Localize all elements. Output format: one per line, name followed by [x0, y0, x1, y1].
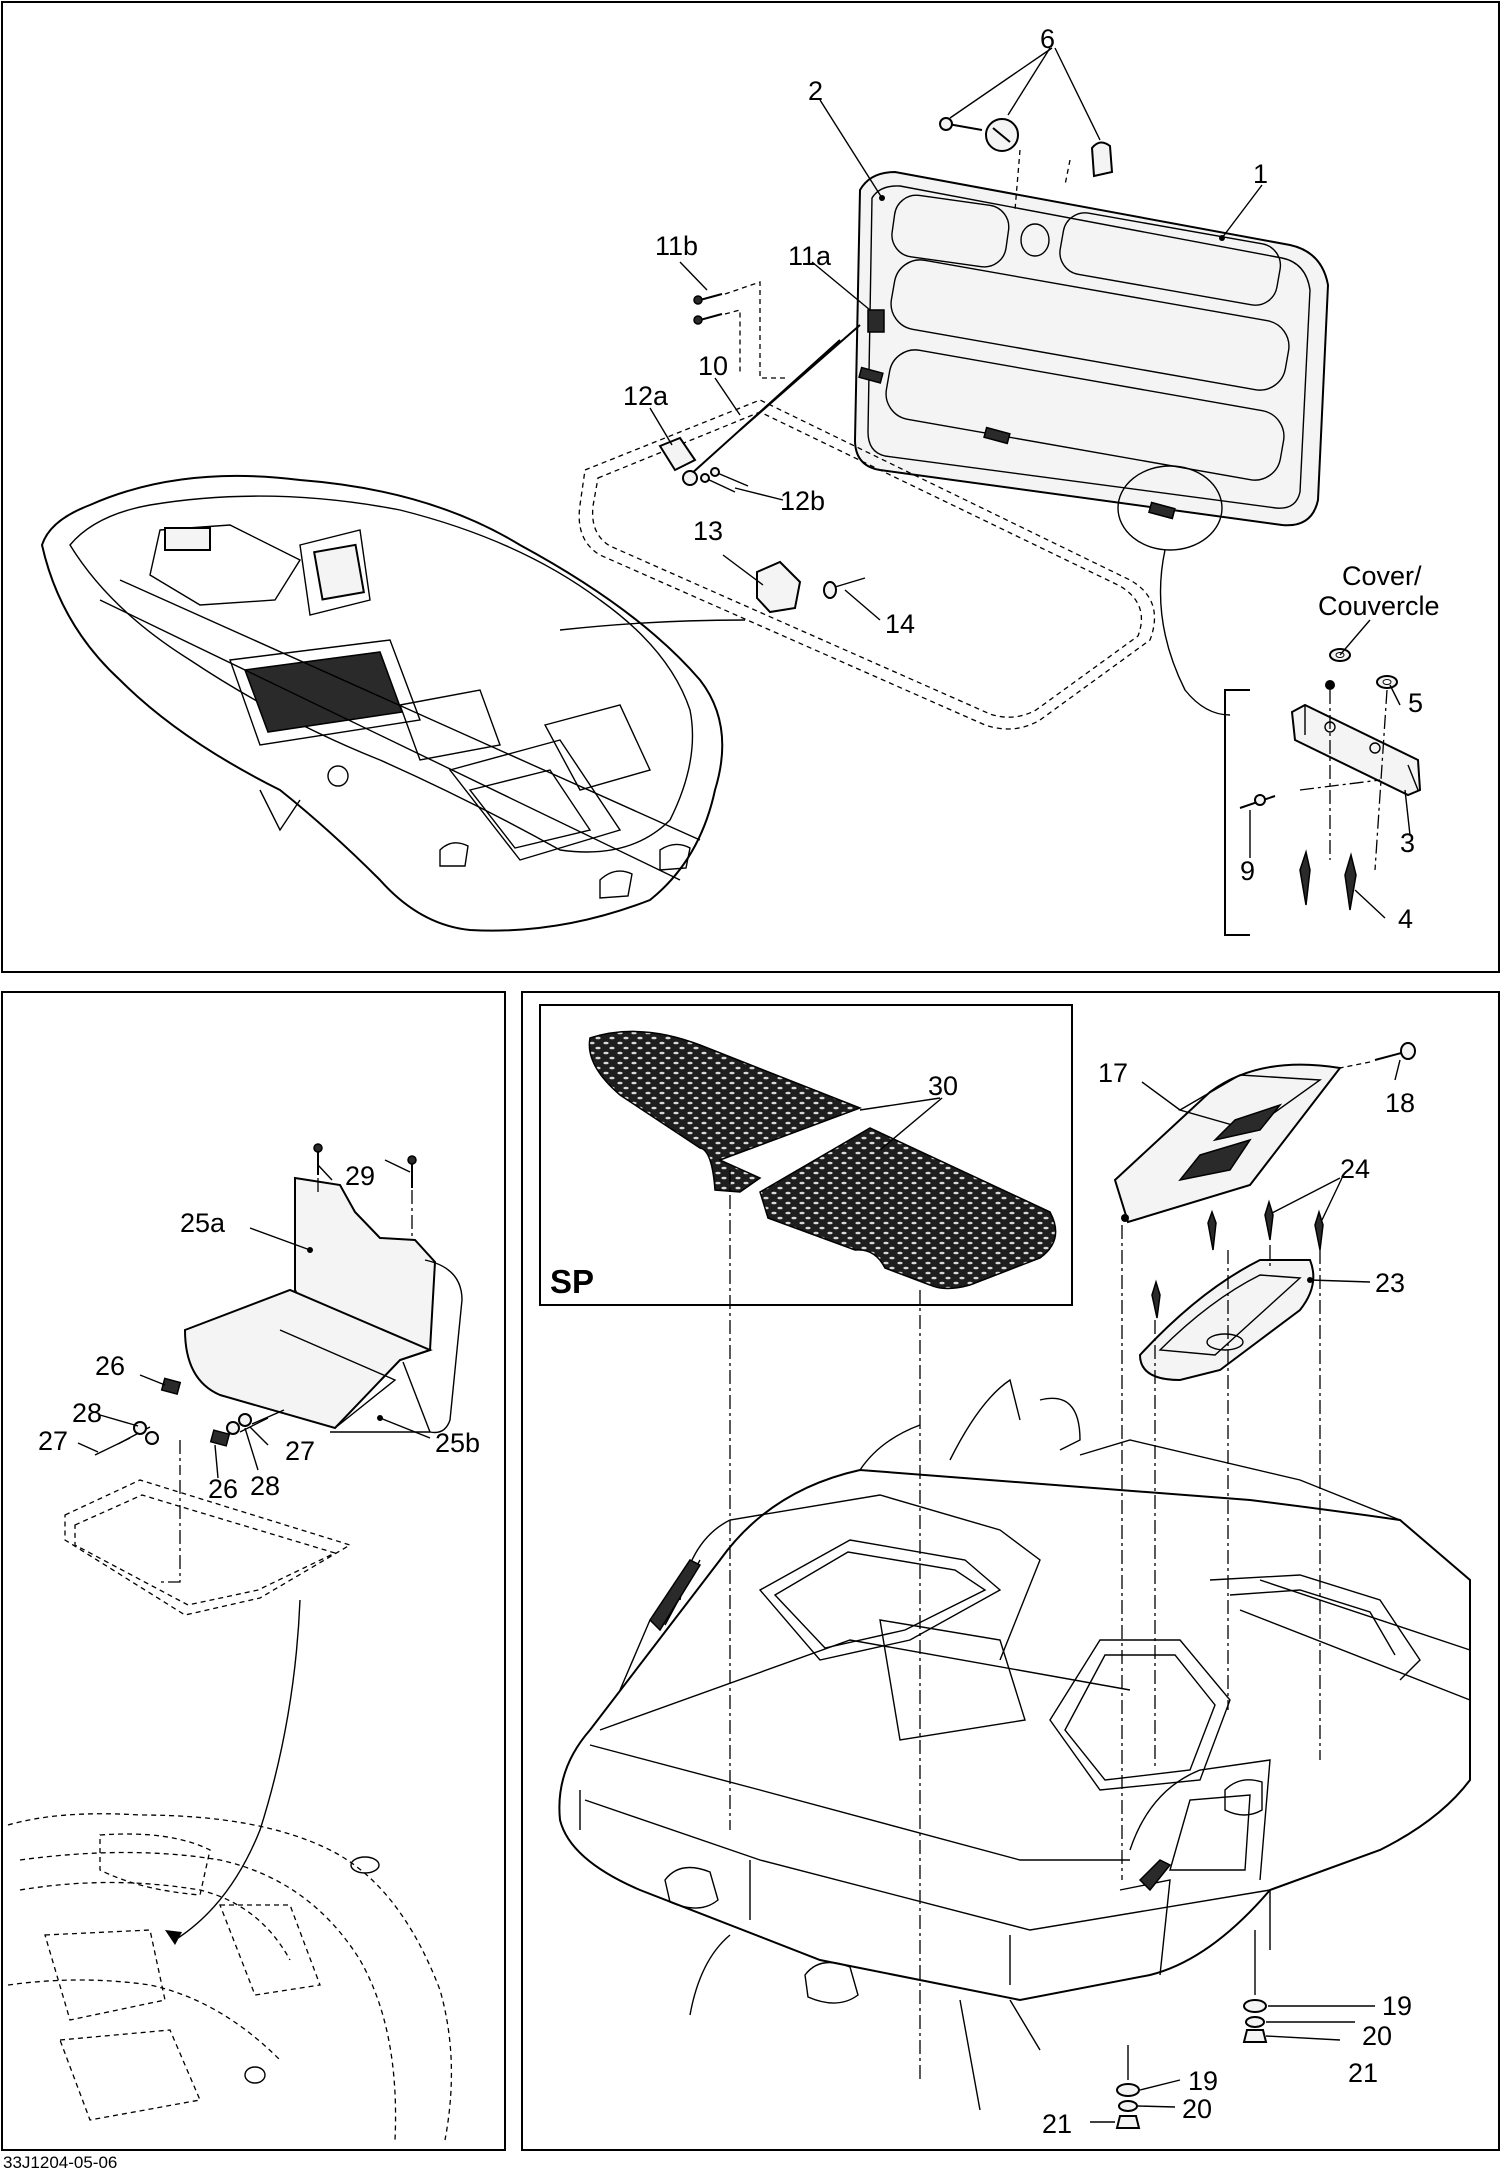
callout-6: 6: [1040, 24, 1055, 54]
sp-inset-frame: [539, 1004, 1073, 1306]
storage-opening-outline: [578, 399, 1156, 730]
floor-mats: [588, 1030, 1057, 1290]
callout-18: 18: [1385, 1088, 1415, 1118]
callout-24: 24: [1340, 1154, 1370, 1184]
storage-lid: [853, 170, 1330, 527]
top-leaders: [649, 47, 1411, 919]
inset-title: SP: [550, 1263, 594, 1300]
cover-label-en: Cover/: [1342, 561, 1422, 591]
callout-11a: 11a: [788, 241, 832, 271]
callout-28-upper: 28: [72, 1398, 102, 1428]
callout-26-upper: 26: [95, 1351, 125, 1381]
callout-19-left: 19: [1188, 2066, 1218, 2096]
callout-29: 29: [345, 1161, 375, 1191]
callout-2: 2: [808, 76, 823, 106]
callout-26-lower: 26: [208, 1474, 238, 1504]
callout-30: 30: [928, 1071, 958, 1101]
callout-13: 13: [693, 516, 723, 546]
boat-hull-top-view: [40, 474, 724, 932]
callout-21-left: 21: [1042, 2109, 1072, 2139]
callout-20-left: 20: [1182, 2094, 1212, 2124]
vent-housing: [1138, 1259, 1315, 1382]
callout-11b: 11b: [655, 231, 698, 261]
callout-23: 23: [1375, 1268, 1405, 1298]
callout-25a: 25a: [180, 1208, 226, 1238]
callout-25b: 25b: [435, 1428, 480, 1458]
callout-21-right: 21: [1348, 2058, 1378, 2088]
callout-12b: 12b: [780, 486, 825, 516]
callout-17: 17: [1098, 1058, 1128, 1088]
callout-1: 1: [1253, 159, 1268, 189]
diagram-code: 33J1204-05-06: [3, 2153, 117, 2172]
callout-28-lower: 28: [250, 1471, 280, 1501]
boat-hull-rear-view: [558, 1378, 1471, 2111]
rear-handle-cover: [1113, 1063, 1342, 1224]
panel-bottom-right-frame: [521, 991, 1500, 2151]
panel-top-frame: [1, 1, 1500, 973]
callout-leader-curve: [559, 619, 746, 631]
callout-10: 10: [698, 351, 728, 381]
gas-spring: [682, 324, 861, 486]
cover-label-fr: Couvercle: [1318, 591, 1440, 621]
callout-20-right: 20: [1362, 2021, 1392, 2051]
callout-3: 3: [1400, 828, 1415, 858]
callout-labels: 6 2 1 11b 11a 10 12a 12b 13 14 Cover/ Co…: [38, 24, 1440, 2139]
callout-5: 5: [1408, 688, 1423, 718]
callout-12a: 12a: [623, 381, 669, 411]
boat-hull-bottom-left: [7, 1813, 453, 2141]
callout-27-lower: 27: [285, 1436, 315, 1466]
callout-9: 9: [1240, 856, 1255, 886]
callout-4: 4: [1398, 904, 1413, 934]
callout-27-upper: 27: [38, 1426, 68, 1456]
callout-19-right: 19: [1382, 1991, 1412, 2021]
panel-bottom-left-frame: [1, 991, 506, 2151]
hinge-bracket-detail: [1239, 648, 1422, 911]
seat-backrest: [183, 1176, 463, 1434]
callout-14: 14: [885, 609, 915, 639]
